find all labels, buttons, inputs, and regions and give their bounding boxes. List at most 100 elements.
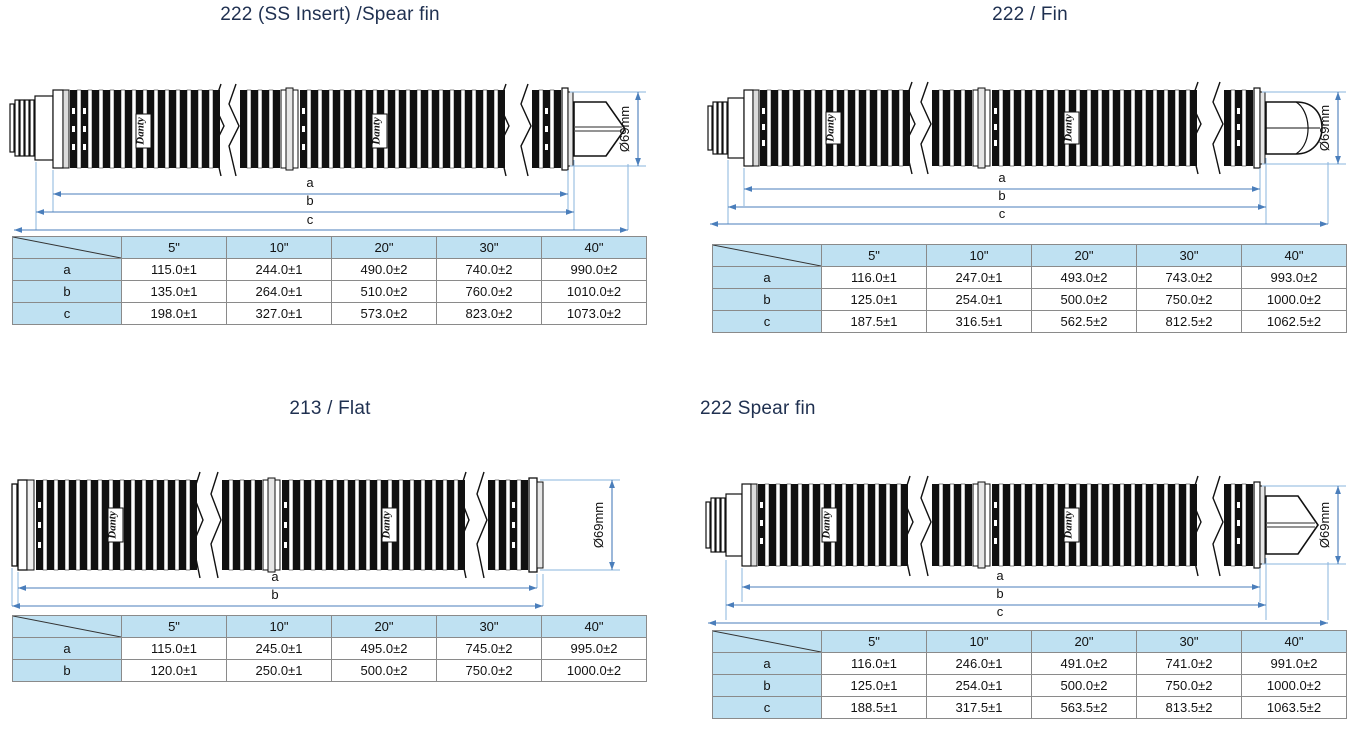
table-cell: 493.0±2 bbox=[1031, 266, 1137, 289]
threaded-connector-icon bbox=[705, 493, 743, 557]
table-row: c 187.5±1 316.5±1 562.5±2 812.5±2 1062.5… bbox=[712, 310, 1347, 333]
filter-element-drawing: Danty bbox=[700, 430, 1360, 630]
table-cell: 125.0±1 bbox=[821, 288, 927, 311]
svg-text:Danty: Danty bbox=[1063, 511, 1075, 540]
length-dimensions: a b bbox=[11, 568, 544, 609]
table-column-header: 30" bbox=[436, 236, 542, 259]
svg-text:Danty: Danty bbox=[381, 511, 393, 540]
filter-body-section-right bbox=[1212, 475, 1266, 577]
table-row-label: b bbox=[712, 288, 822, 311]
table-corner-cell bbox=[12, 236, 122, 259]
panel-title: 213 / Flat bbox=[289, 398, 371, 419]
dimension-label-b: b bbox=[306, 193, 313, 208]
fin-dome-nose-icon bbox=[1265, 101, 1323, 155]
table-cell: 116.0±1 bbox=[821, 266, 927, 289]
table-header-row: 5" 10" 20" 30" 40" bbox=[712, 630, 1347, 653]
dimension-label-a: a bbox=[306, 175, 314, 190]
brand-badge-icon: Danty bbox=[381, 507, 398, 543]
spear-fin-nose-icon bbox=[573, 101, 626, 157]
table-column-header: 20" bbox=[331, 615, 437, 638]
svg-text:Danty: Danty bbox=[1063, 114, 1075, 143]
table-row: a 115.0±1 244.0±1 490.0±2 740.0±2 990.0±… bbox=[12, 258, 647, 281]
table-cell: 750.0±2 bbox=[1136, 288, 1242, 311]
table-row: a 115.0±1 245.0±1 495.0±2 745.0±2 995.0±… bbox=[12, 637, 647, 660]
table-cell: 995.0±2 bbox=[541, 637, 647, 660]
table-cell: 198.0±1 bbox=[121, 302, 227, 325]
table-row-label: b bbox=[12, 280, 122, 303]
table-cell: 125.0±1 bbox=[821, 674, 927, 697]
length-dimensions: a b c bbox=[708, 558, 1329, 626]
threaded-connector-icon bbox=[9, 95, 54, 161]
table-row: c 188.5±1 317.5±1 563.5±2 813.5±2 1063.5… bbox=[712, 696, 1347, 719]
table-column-header: 20" bbox=[331, 236, 437, 259]
brand-badge-icon: Danty bbox=[371, 113, 388, 149]
table-row-label: a bbox=[712, 266, 822, 289]
drawing-svg: Danty bbox=[705, 475, 1346, 626]
table-cell: 244.0±1 bbox=[226, 258, 332, 281]
diameter-label: Ø69mm bbox=[591, 502, 606, 548]
table-cell: 750.0±2 bbox=[1136, 674, 1242, 697]
threaded-connector-icon bbox=[707, 97, 745, 159]
dimension-label-a: a bbox=[998, 170, 1006, 185]
table-corner-cell bbox=[712, 244, 822, 267]
table-cell: 250.0±1 bbox=[226, 659, 332, 682]
table-cell: 1063.5±2 bbox=[1241, 696, 1347, 719]
table-cell: 490.0±2 bbox=[331, 258, 437, 281]
table-cell: 246.0±1 bbox=[926, 652, 1032, 675]
brand-badge-icon: Danty bbox=[1063, 111, 1080, 145]
table-corner-cell bbox=[712, 630, 822, 653]
filter-body-section-right bbox=[476, 471, 544, 579]
table-row-label: c bbox=[712, 696, 822, 719]
brand-badge-icon: Danty bbox=[821, 507, 838, 543]
filter-body-section-middle: Danty bbox=[920, 475, 1202, 577]
dimension-table: 5" 10" 20" 30" 40" a 115.0±1 245.0±1 495… bbox=[12, 615, 647, 682]
table-column-header: 40" bbox=[541, 615, 647, 638]
table-column-header: 30" bbox=[436, 615, 542, 638]
svg-text:Danty: Danty bbox=[135, 117, 147, 146]
table-row-label: b bbox=[12, 659, 122, 682]
table-column-header: 10" bbox=[926, 244, 1032, 267]
dimension-label-c: c bbox=[999, 206, 1006, 221]
table-cell: 317.5±1 bbox=[926, 696, 1032, 719]
table-cell: 188.5±1 bbox=[821, 696, 927, 719]
table-row-label: a bbox=[12, 258, 122, 281]
flat-end-cap-icon bbox=[11, 479, 35, 571]
table-row: a 116.0±1 247.0±1 493.0±2 743.0±2 993.0±… bbox=[712, 266, 1347, 289]
filter-body-section-right bbox=[1212, 81, 1266, 175]
dimension-label-c: c bbox=[997, 604, 1004, 619]
dimension-label-a: a bbox=[996, 568, 1004, 583]
table-row-label: c bbox=[12, 302, 122, 325]
length-dimensions: a b c bbox=[14, 160, 629, 233]
dimension-table: 5" 10" 20" 30" 40" a 115.0±1 244.0±1 490… bbox=[12, 236, 647, 325]
table-cell: 495.0±2 bbox=[331, 637, 437, 660]
table-row: b 120.0±1 250.0±1 500.0±2 750.0±2 1000.0… bbox=[12, 659, 647, 682]
filter-body-section-middle: Danty bbox=[228, 83, 510, 177]
table-cell: 115.0±1 bbox=[121, 258, 227, 281]
dimension-label-c: c bbox=[307, 212, 314, 227]
panel-213-flat: 213 / Flat bbox=[0, 398, 660, 682]
table-cell: 993.0±2 bbox=[1241, 266, 1347, 289]
table-row: b 125.0±1 254.0±1 500.0±2 750.0±2 1000.0… bbox=[712, 288, 1347, 311]
filter-body-section-left: Danty bbox=[36, 471, 204, 579]
table-cell: 743.0±2 bbox=[1136, 266, 1242, 289]
filter-element-drawing: Danty bbox=[0, 428, 660, 613]
table-column-header: 10" bbox=[226, 236, 332, 259]
table-column-header: 20" bbox=[1031, 630, 1137, 653]
table-cell: 264.0±1 bbox=[226, 280, 332, 303]
spear-fin-nose-icon bbox=[1265, 495, 1319, 555]
panel-222-spear-fin: 222 Spear fin bbox=[700, 398, 1360, 719]
filter-body-section-left: Danty bbox=[52, 83, 225, 177]
svg-text:Danty: Danty bbox=[821, 511, 833, 540]
filter-body-section-right bbox=[520, 83, 574, 177]
table-cell: 327.0±1 bbox=[226, 302, 332, 325]
diameter-label: Ø69mm bbox=[617, 106, 632, 152]
svg-text:Danty: Danty bbox=[825, 114, 837, 143]
table-column-header: 20" bbox=[1031, 244, 1137, 267]
table-cell: 254.0±1 bbox=[926, 674, 1032, 697]
table-cell: 1062.5±2 bbox=[1241, 310, 1347, 333]
table-cell: 741.0±2 bbox=[1136, 652, 1242, 675]
drawing-svg: Danty bbox=[11, 471, 620, 609]
table-cell: 316.5±1 bbox=[926, 310, 1032, 333]
table-cell: 823.0±2 bbox=[436, 302, 542, 325]
table-cell: 562.5±2 bbox=[1031, 310, 1137, 333]
